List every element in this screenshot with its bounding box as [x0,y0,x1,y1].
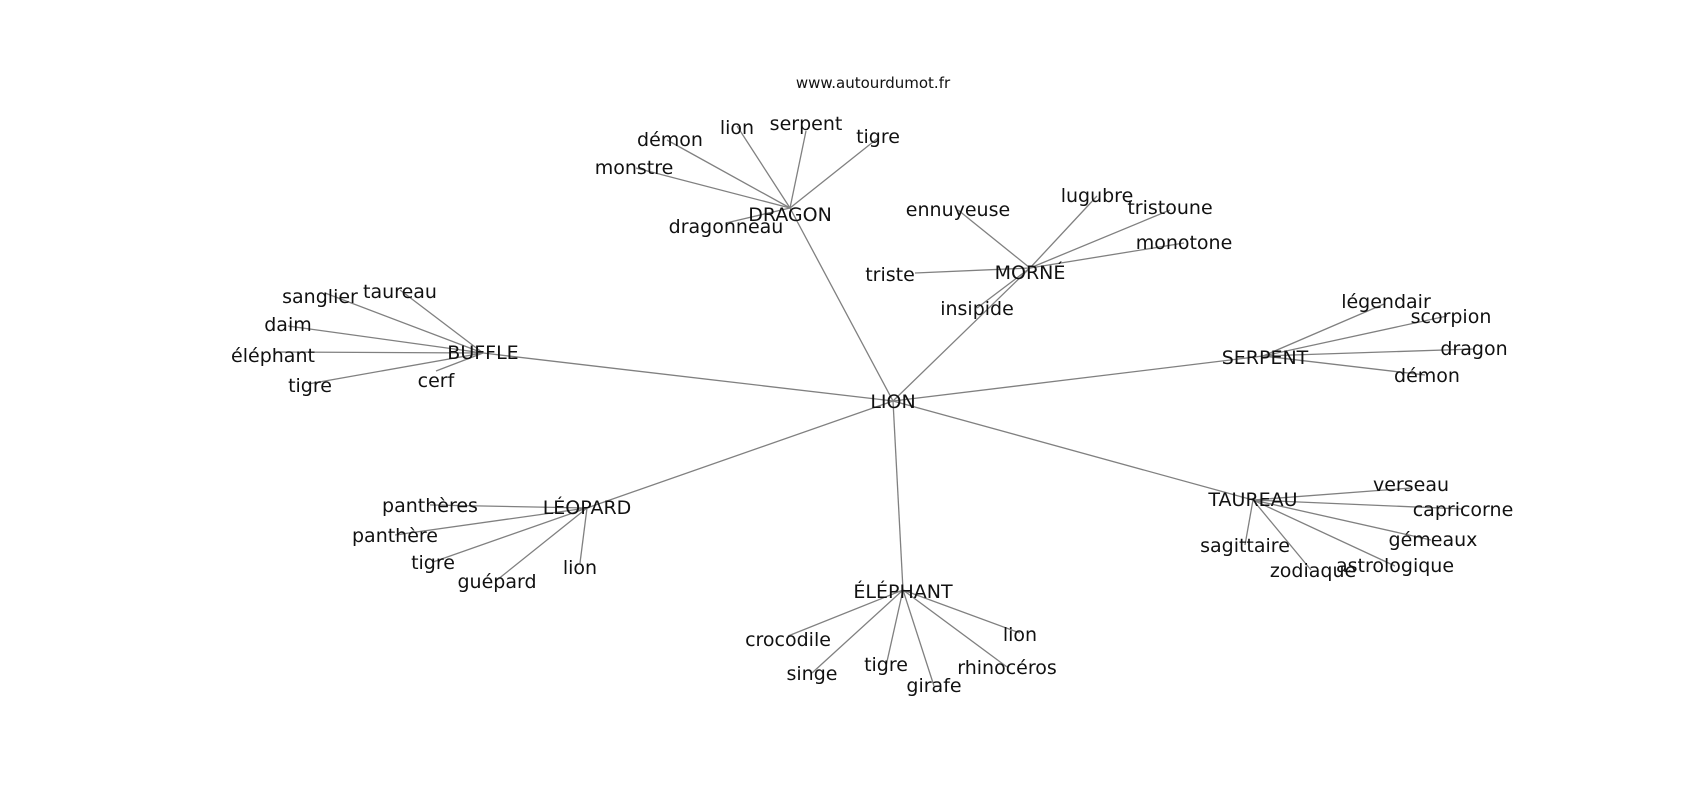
leaf-node-label[interactable]: monotone [1136,232,1233,254]
leaf-node-label[interactable]: cerf [418,370,456,392]
edge-hub-to-leaf [725,207,791,224]
edge-hub-to-leaf [957,209,1031,269]
leaf-node-label[interactable]: démon [637,129,703,151]
leaf-node-label[interactable]: capricorne [1413,499,1514,521]
center-node-label[interactable]: LION [870,391,915,413]
edge-hub-to-leaf [787,589,904,637]
hub-node-label[interactable]: BUFFLE [447,342,518,364]
leaf-node-label[interactable]: sagittaire [1200,535,1290,557]
leaf-node-label[interactable]: zodiaque [1270,560,1356,582]
edge-hub-to-leaf [1029,195,1098,269]
edge-hub-to-leaf [1262,315,1448,357]
leaf-node-label[interactable]: dragonneau [669,216,784,238]
edge-hub-to-leaf [307,352,484,385]
edge-center-to-hub [482,352,894,402]
edge-hub-to-leaf [1252,487,1412,501]
leaf-node-label[interactable]: panthère [352,525,438,547]
edge-center-to-hub [892,267,1031,402]
leaf-node-label[interactable]: rhinocéros [957,657,1057,679]
leaf-node-label[interactable]: lion [1003,624,1037,646]
edge-hub-to-leaf [1262,348,1475,357]
edge-hub-to-leaf [1262,303,1385,357]
edge-hub-to-leaf [579,507,588,564]
edge-hub-to-leaf [902,589,935,687]
edge-hub-to-leaf [1252,499,1432,541]
edge-hub-to-leaf [789,130,807,209]
hub-node-label[interactable]: DRAGON [748,204,832,226]
hub-node-label[interactable]: SERPENT [1222,347,1309,369]
leaf-node-label[interactable]: girafe [906,675,961,697]
edge-hub-to-leaf [429,504,588,509]
leaf-node-label[interactable]: tigre [864,654,908,676]
edge-hub-to-leaf [287,325,484,354]
leaf-node-label[interactable]: lugubre [1061,185,1134,207]
edge-hub-to-leaf [496,507,588,581]
leaf-node-label[interactable]: gémeaux [1389,529,1478,551]
edges-layer [274,125,1475,687]
leaf-node-label[interactable]: tristoune [1127,197,1212,219]
leaf-node-label[interactable]: lion [563,557,597,579]
leaf-node-label[interactable]: scorpion [1411,306,1492,328]
edge-hub-to-leaf [902,589,1021,634]
edge-hub-to-leaf [1252,499,1396,567]
edge-hub-to-leaf [1244,499,1254,546]
leaf-node-label[interactable]: triste [865,264,915,286]
leaf-node-label[interactable]: éléphant [231,345,315,367]
leaf-node-label[interactable]: ennuyeuse [906,199,1010,221]
leaf-node-label[interactable]: insipide [940,298,1014,320]
leaf-node-label[interactable]: daim [264,314,312,336]
leaf-node-label[interactable]: guépard [457,571,536,593]
edge-hub-to-leaf [1252,499,1312,571]
leaf-node-label[interactable]: astrologique [1336,555,1454,577]
edge-hub-to-leaf [789,137,879,209]
edge-hub-to-leaf [435,352,484,372]
edge-center-to-hub [892,400,904,591]
edge-hub-to-leaf [394,507,588,536]
edge-center-to-hub [586,400,894,509]
hub-node-label[interactable]: ÉLÉPHANT [853,580,953,603]
edge-hub-to-leaf [635,167,791,209]
hub-node-label[interactable]: LÉOPARD [543,496,632,519]
edge-hub-to-leaf [274,351,484,354]
leaf-node-label[interactable]: dragon [1440,338,1507,360]
edge-hub-to-leaf [666,139,791,209]
leaf-node-label[interactable]: panthères [382,495,478,517]
leaf-node-label[interactable]: tigre [856,126,900,148]
leaf-node-label[interactable]: serpent [770,113,843,135]
edge-center-to-hub [789,207,894,402]
hub-node-label[interactable]: TAUREAU [1207,489,1297,511]
leaf-node-label[interactable]: sanglier [282,286,358,308]
leaf-node-label[interactable]: verseau [1373,474,1449,496]
leaf-node-label[interactable]: tigre [411,552,455,574]
edge-center-to-hub [892,355,1264,402]
leaf-node-label[interactable]: monstre [595,157,674,179]
leaf-node-label[interactable]: crocodile [745,629,831,651]
edge-hub-to-leaf [399,289,484,354]
edge-center-to-hub [892,400,1254,501]
site-url: www.autourdumot.fr [796,74,951,92]
edge-hub-to-leaf [324,292,484,354]
labels-layer: LION DRAGON démon lion serpent tigre monstre dr… [231,113,1513,697]
leaf-node-label[interactable]: démon [1394,365,1460,387]
edge-hub-to-leaf [736,125,791,209]
leaf-node-label[interactable]: légendair [1341,291,1431,313]
edge-hub-to-leaf [1029,242,1185,269]
leaf-node-label[interactable]: singe [787,663,838,685]
leaf-node-label[interactable]: lion [720,117,754,139]
edge-hub-to-leaf [811,589,904,674]
hub-node-label[interactable]: MORNÉ [995,261,1066,284]
leaf-node-label[interactable]: tigre [288,375,332,397]
leaf-node-label[interactable]: taureau [363,281,437,303]
edge-hub-to-leaf [1029,209,1171,269]
edge-hub-to-leaf [1262,355,1426,376]
edge-hub-to-leaf [902,589,1008,668]
edge-hub-to-leaf [1252,499,1464,510]
edge-hub-to-leaf [885,589,904,667]
edge-hub-to-leaf [432,507,588,563]
edge-hub-to-leaf [914,267,1031,274]
edge-hub-to-leaf [976,267,1031,309]
